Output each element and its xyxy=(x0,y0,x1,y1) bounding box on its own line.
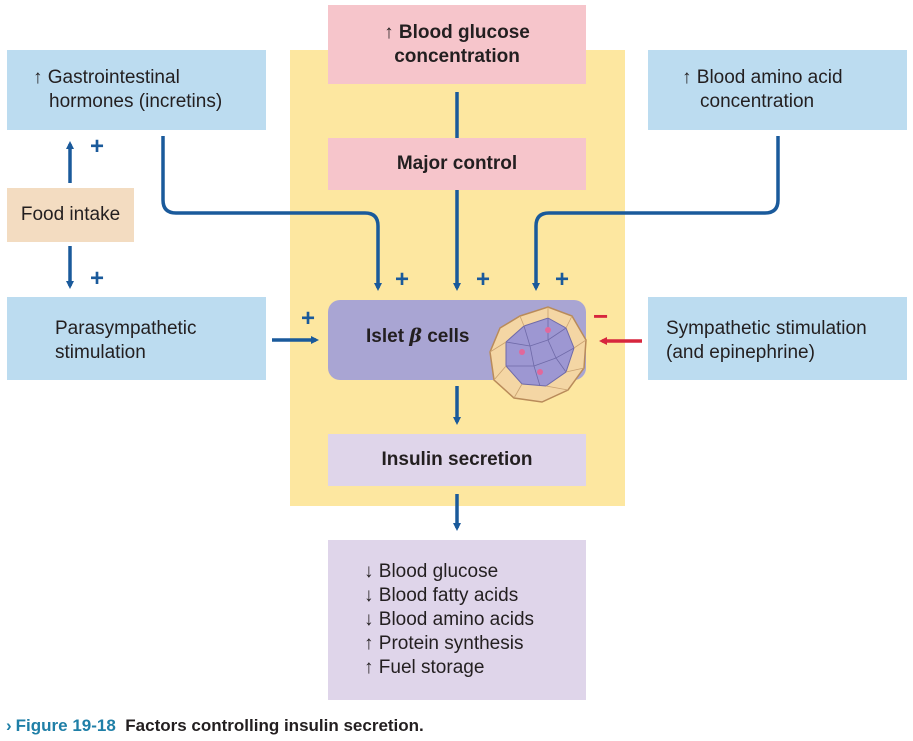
parasympathetic-line-2: stimulation xyxy=(55,342,146,363)
beta-symbol: β xyxy=(409,325,422,347)
gi-hormones-line-1: ↑ Gastrointestinal xyxy=(33,67,180,88)
caption-label: Figure 19-18 xyxy=(15,716,116,735)
gi-hormones-box: ↑ Gastrointestinal hormones (incretins) xyxy=(7,50,266,130)
plus-sign: + xyxy=(395,266,410,293)
plus-sign: + xyxy=(90,265,105,292)
islet-label-prefix: Islet xyxy=(366,326,410,347)
islet-tissue-illustration xyxy=(489,306,587,403)
sympathetic-box: Sympathetic stimulation (and epinephrine… xyxy=(648,297,907,380)
blood-glucose-line-2: concentration xyxy=(394,45,520,67)
plus-sign: + xyxy=(90,133,105,160)
effect-item: ↓ Blood amino acids xyxy=(364,609,535,630)
major-control-label: Major control xyxy=(396,153,518,174)
amino-acid-box: ↑ Blood amino acid concentration xyxy=(648,50,907,130)
food-intake-box: Food intake xyxy=(7,188,134,242)
caption-chevron-icon: › xyxy=(6,716,12,735)
caption-text: Factors controlling insulin secretion. xyxy=(125,716,424,735)
sympathetic-line-2: (and epinephrine) xyxy=(666,342,815,363)
effects-list: ↓ Blood glucose ↓ Blood fatty acids ↓ Bl… xyxy=(364,560,534,680)
sympathetic-line-1: Sympathetic stimulation xyxy=(666,318,867,339)
minus-sign: − xyxy=(593,301,609,331)
parasympathetic-line-1: Parasympathetic xyxy=(55,318,197,339)
amino-acid-line-2: concentration xyxy=(700,91,815,112)
major-control-box: Major control xyxy=(328,138,586,190)
blood-glucose-line-1: ↑ Blood glucose xyxy=(384,21,530,43)
figure-caption: ›Figure 19-18 Factors controlling insuli… xyxy=(6,716,424,736)
arrow-amino-to-islet xyxy=(532,136,780,291)
gi-hormones-line-2: hormones (incretins) xyxy=(49,91,223,112)
effects-box xyxy=(328,540,586,700)
effect-item: ↑ Fuel storage xyxy=(364,657,485,678)
parasympathetic-box: Parasympathetic stimulation xyxy=(7,297,266,380)
arrow-gi-to-islet xyxy=(161,136,382,291)
effect-item: ↓ Blood glucose xyxy=(364,561,499,582)
blood-glucose-box: ↑ Blood glucose concentration xyxy=(328,5,586,84)
plus-sign: + xyxy=(476,266,491,293)
insulin-secretion-box: Insulin secretion xyxy=(328,434,586,486)
plus-sign: + xyxy=(555,266,570,293)
islet-label-suffix: cells xyxy=(421,326,470,347)
effect-item: ↑ Protein synthesis xyxy=(364,633,524,654)
food-intake-label: Food intake xyxy=(20,204,121,225)
effect-item: ↓ Blood fatty acids xyxy=(364,585,519,606)
plus-sign: + xyxy=(301,305,316,332)
insulin-secretion-label: Insulin secretion xyxy=(381,449,533,470)
amino-acid-line-1: ↑ Blood amino acid xyxy=(682,67,843,88)
